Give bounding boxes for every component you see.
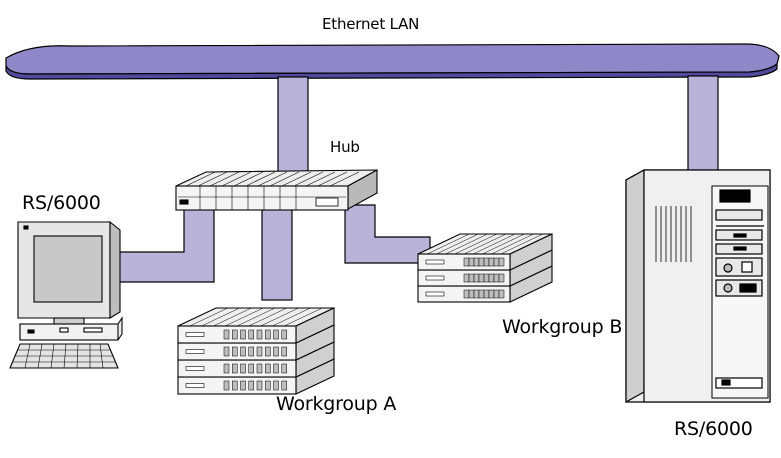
rs6000-right-label: RS/6000 <box>674 418 753 440</box>
rs6000-left-label: RS/6000 <box>22 192 101 214</box>
workgroup-b-label: Workgroup B <box>502 316 623 338</box>
cable-hub-workgroup-b <box>344 204 431 264</box>
workgroup-a-stack <box>177 307 335 395</box>
cable-lan-server <box>687 75 719 177</box>
ethernet-lan-bus <box>5 43 780 80</box>
hub-label: Hub <box>330 138 360 156</box>
cable-hub-workgroup-a <box>261 207 293 301</box>
stack-unit <box>417 265 553 303</box>
rs6000-workstation <box>9 220 123 369</box>
stack-unit <box>177 358 335 395</box>
cable-hub-rs6000-left <box>111 204 215 283</box>
workgroup-b-stack <box>417 233 553 303</box>
rs6000-tower-server <box>625 168 771 404</box>
cable-lan-hub <box>277 76 309 190</box>
stack-unit <box>177 341 335 378</box>
ethernet-lan-label: Ethernet LAN <box>322 15 420 33</box>
workgroup-a-label: Workgroup A <box>276 393 397 415</box>
hub-device <box>175 169 378 211</box>
stack-unit <box>177 307 335 344</box>
stack-unit <box>417 233 553 271</box>
